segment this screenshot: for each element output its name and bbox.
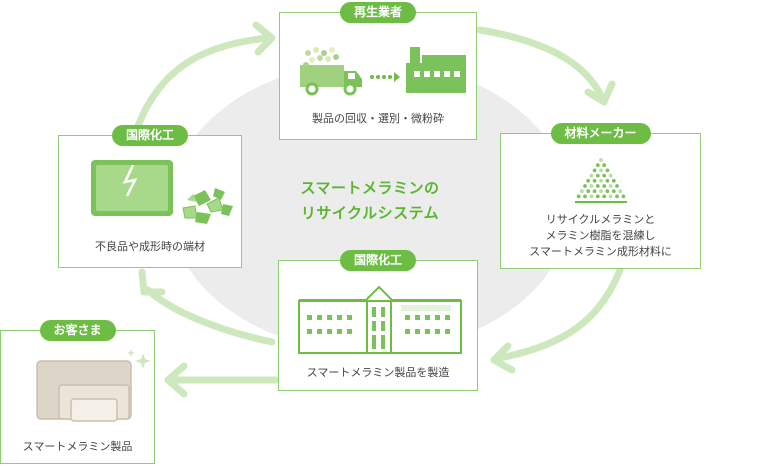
node-kokusai-scrap-tag: 国際化工 xyxy=(111,125,189,146)
arrowhead-recycler xyxy=(252,21,276,56)
node-customer-tag: お客さま xyxy=(39,320,116,341)
arrow-maker-to-factory xyxy=(496,266,624,362)
node-customer: お客さま スマートメラミン製品 xyxy=(0,320,155,464)
arrowhead-customer xyxy=(164,362,188,398)
arrowhead-factory xyxy=(490,342,516,374)
material-maker-caption-line2: メラミン樹脂を混練し xyxy=(545,229,656,242)
node-kokusai-scrap-caption: 不良品や成形時の端材 xyxy=(95,240,205,253)
material-maker-caption-line3: スマートメラミン成形材料に xyxy=(529,245,672,258)
center-title-line1: スマートメラミンの xyxy=(300,179,440,197)
node-kokusai-scrap: 国際化工 不良品や成形時の端材 xyxy=(58,125,242,268)
node-kokusai-factory: 国際化工 スマートメラミン製品を製造 xyxy=(278,250,478,391)
truck-to-factory-illustration xyxy=(300,47,466,96)
material-maker-caption-line1: リサイクルメラミンと xyxy=(545,213,656,226)
node-recycler: 再生業者 xyxy=(279,2,477,140)
truck-icon xyxy=(300,47,362,96)
broken-tray-icon xyxy=(91,160,173,216)
arrow-scrap-to-recycler xyxy=(134,34,272,130)
center-title: スマートメラミンの リサイクルシステム xyxy=(270,176,470,226)
scrap-illustration xyxy=(91,160,233,224)
scrap-pieces-icon xyxy=(182,188,233,224)
node-kokusai-factory-caption: スマートメラミン製品を製造 xyxy=(306,366,450,379)
node-recycler-tag: 再生業者 xyxy=(339,2,417,23)
center-title-line2: リサイクルシステム xyxy=(300,204,440,222)
node-material-maker: 材料メーカー リサイクルメラミンと メラミン樹脂を混練し スマートメラミン成形材… xyxy=(500,123,701,269)
arrowhead-maker xyxy=(584,80,616,106)
node-customer-caption: スマートメラミン製品 xyxy=(22,440,133,453)
node-kokusai-factory-tag: 国際化工 xyxy=(339,250,417,271)
arrow-dots xyxy=(370,72,400,82)
arrowhead-scrap xyxy=(138,268,166,296)
node-material-maker-caption: リサイクルメラミンと メラミン樹脂を混練し スマートメラミン成形材料に xyxy=(501,212,700,260)
arrow-recycler-to-maker xyxy=(476,26,606,102)
node-material-maker-tag: 材料メーカー xyxy=(550,123,651,144)
melamine-products-icon xyxy=(36,349,151,422)
arrow-factory-to-scrap xyxy=(144,286,276,346)
granule-pile-icon xyxy=(575,158,627,203)
building-icon xyxy=(298,285,462,354)
factory-icon xyxy=(406,47,466,93)
node-recycler-caption: 製品の回収・選別・微粉砕 xyxy=(312,112,444,125)
